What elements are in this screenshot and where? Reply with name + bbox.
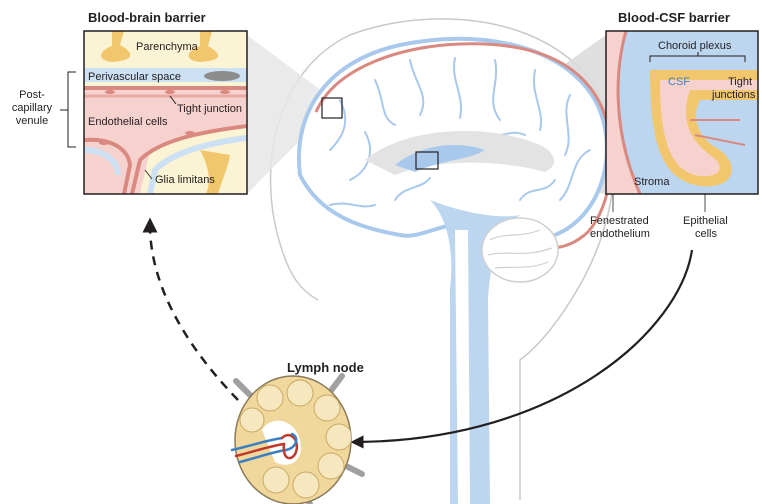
epithelial-label-line1: Epithelial <box>683 215 728 227</box>
epithelial-label-line2: cells <box>695 228 718 240</box>
lymph-node-title: Lymph node <box>287 360 364 375</box>
venule-label-line3: venule <box>16 115 48 127</box>
cerebellum <box>482 218 558 282</box>
stroma-label: Stroma <box>634 176 670 188</box>
bcsf-panel <box>606 31 758 194</box>
venule-label-line2: capillary <box>12 102 53 114</box>
bbb-title: Blood-brain barrier <box>88 10 206 25</box>
bbb-tight-junction-label: Tight junction <box>177 103 242 115</box>
bbb-glia-label: Glia limitans <box>155 174 215 186</box>
bbb-parenchyma-label: Parenchyma <box>136 41 199 53</box>
lymph-node <box>232 376 362 504</box>
venule-label-line1: Post- <box>19 89 45 101</box>
tight-junctions-label-line2: junctions <box>711 89 756 101</box>
fenestrated-label-line2: endothelium <box>590 228 650 240</box>
lymph-to-bbb-arrow <box>150 225 238 400</box>
bbb-perivascular-label: Perivascular space <box>88 71 181 83</box>
bcsf-title: Blood-CSF barrier <box>618 10 730 25</box>
bbb-endothelial-label: Endothelial cells <box>88 116 168 128</box>
fenestrated-label-line1: Fenestrated <box>590 215 649 227</box>
venule-bracket <box>60 72 76 147</box>
tight-junctions-label-line1: Tight <box>728 76 752 88</box>
csf-label: CSF <box>668 76 690 88</box>
choroid-plexus-label: Choroid plexus <box>658 40 732 52</box>
